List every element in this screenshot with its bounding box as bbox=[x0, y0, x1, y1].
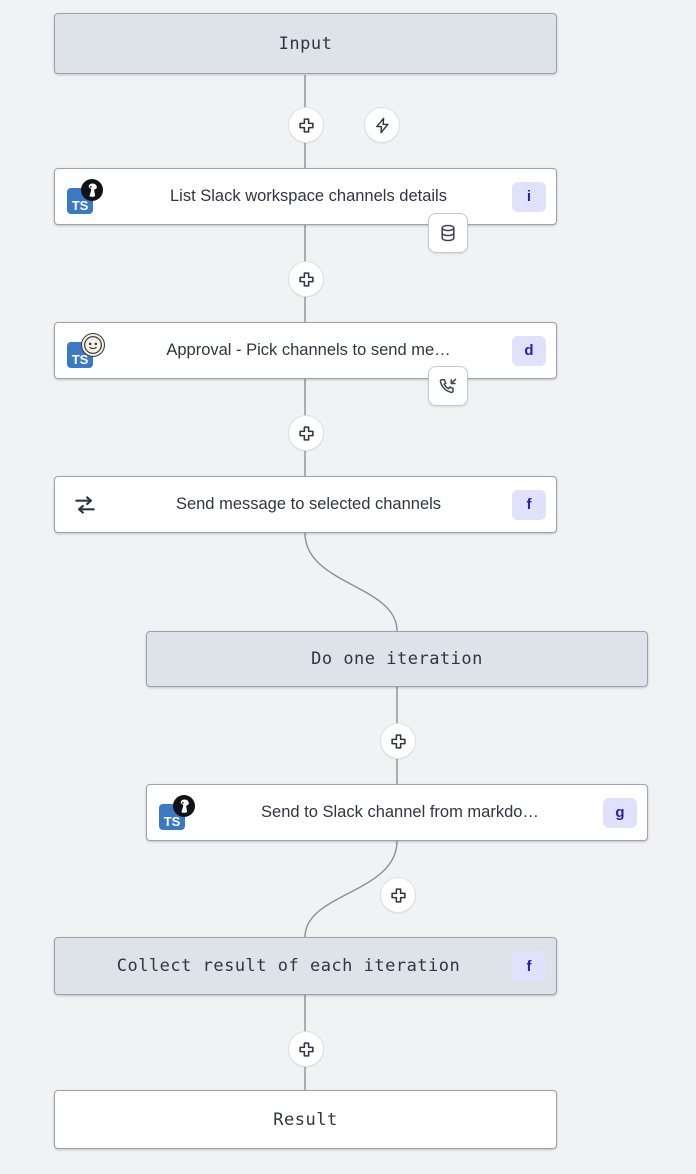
plus-icon bbox=[390, 733, 407, 750]
plus-icon bbox=[298, 271, 315, 288]
iteration-node[interactable]: Do one iteration bbox=[146, 631, 648, 687]
collect-result-label: Collect result of each iteration bbox=[116, 956, 461, 976]
add-step-button-5[interactable] bbox=[380, 877, 416, 913]
plus-icon bbox=[298, 1041, 315, 1058]
add-step-button-3[interactable] bbox=[288, 415, 324, 451]
result-node[interactable]: Result bbox=[54, 1090, 557, 1149]
add-step-button-4[interactable] bbox=[380, 723, 416, 759]
deno-icon bbox=[173, 794, 195, 817]
result-node-label: Result bbox=[273, 1109, 338, 1130]
plus-icon bbox=[390, 887, 407, 904]
database-icon-badge[interactable] bbox=[428, 213, 468, 253]
step-node-label: Approval - Pick channels to send me… bbox=[166, 341, 451, 359]
collect-result-node[interactable]: Collect result of each iteration f bbox=[54, 937, 557, 995]
step-id-badge: f bbox=[512, 489, 546, 520]
plus-icon bbox=[298, 117, 315, 134]
step-node-label: Send message to selected channels bbox=[175, 495, 442, 513]
phone-incoming-icon bbox=[438, 376, 458, 396]
step-node-label: List Slack workspace channels details bbox=[170, 187, 447, 205]
step-node-list-slack-channels[interactable]: TS List Slack workspace channels details… bbox=[54, 168, 557, 225]
face-icon bbox=[81, 332, 105, 357]
add-trigger-button[interactable] bbox=[364, 107, 400, 143]
database-icon bbox=[438, 223, 458, 243]
lightning-icon bbox=[374, 117, 391, 134]
input-node[interactable]: Input bbox=[54, 13, 557, 74]
step-node-send-message-loop[interactable]: Send message to selected channels f bbox=[54, 476, 557, 533]
phone-incoming-icon-badge[interactable] bbox=[428, 366, 468, 406]
plus-icon bbox=[298, 425, 315, 442]
step-node-label: Send to Slack channel from markdo… bbox=[261, 803, 539, 821]
add-step-button-6[interactable] bbox=[288, 1031, 324, 1067]
language-icon-group: TS bbox=[157, 794, 197, 831]
deno-icon bbox=[81, 178, 103, 201]
iteration-node-label: Do one iteration bbox=[311, 649, 483, 669]
step-id-badge: g bbox=[603, 797, 637, 828]
collect-id-badge: f bbox=[512, 951, 546, 981]
wire-step3-to-iteration bbox=[304, 532, 398, 632]
step-node-send-to-slack[interactable]: TS Send to Slack channel from markdo… g bbox=[146, 784, 648, 841]
step-node-approval[interactable]: TS Approval - Pick channels to send me… … bbox=[54, 322, 557, 379]
forloop-icon bbox=[65, 490, 105, 520]
add-step-button-2[interactable] bbox=[288, 261, 324, 297]
language-icon-group: TS bbox=[65, 178, 105, 215]
step-id-badge: d bbox=[512, 335, 546, 366]
add-step-button-1[interactable] bbox=[288, 107, 324, 143]
step-id-badge: i bbox=[512, 181, 546, 212]
input-node-label: Input bbox=[278, 33, 333, 54]
language-icon-group: TS bbox=[65, 332, 105, 369]
